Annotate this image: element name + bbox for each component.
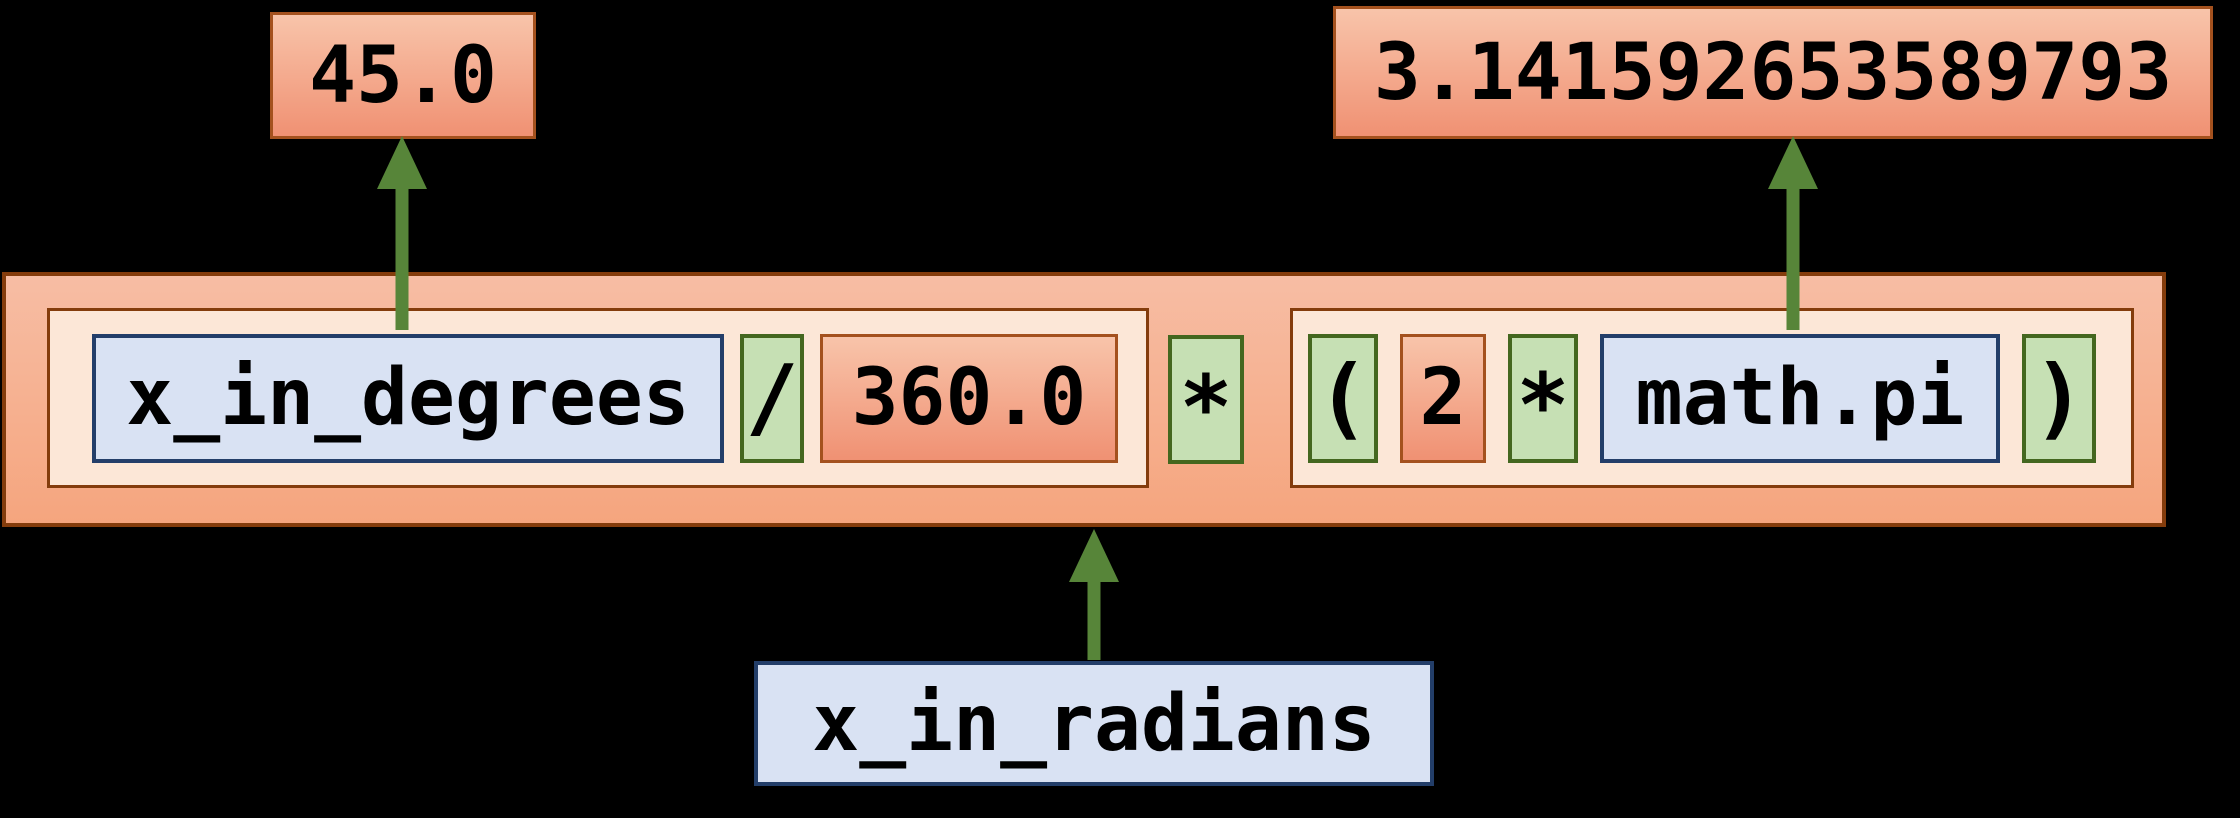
token-x-in-degrees: x_in_degrees (92, 333, 724, 463)
expression-container: x_in_degrees / 360.0 * ( 2 * math.pi (2, 272, 2166, 527)
token-text: ) (2032, 346, 2086, 449)
token-text: * (1516, 354, 1570, 457)
value-box-pi: 3.141592653589793 (1333, 6, 2213, 139)
token-multiply-operator: * (1168, 335, 1244, 464)
arrow-up-radians-to-expression-icon (1069, 529, 1119, 660)
token-text: * (1179, 355, 1233, 459)
pi-value-text: 3.141592653589793 (1373, 27, 2173, 118)
token-text: math.pi (1635, 353, 1965, 443)
token-math-pi: math.pi (1600, 333, 2000, 463)
result-variable-text: x_in_radians (812, 678, 1376, 769)
token-2: 2 (1400, 333, 1486, 463)
variable-box-x-in-radians: x_in_radians (754, 661, 1434, 786)
value-box-degrees: 45.0 (270, 12, 536, 139)
token-360: 360.0 (820, 333, 1118, 463)
token-open-paren: ( (1308, 333, 1378, 463)
token-multiply-operator: * (1508, 333, 1578, 463)
token-text: / (745, 346, 799, 449)
token-text: 360.0 (851, 353, 1087, 443)
token-text: 2 (1419, 353, 1467, 443)
degrees-value-text: 45.0 (309, 30, 497, 121)
token-text: ( (1316, 346, 1370, 449)
token-divide-operator: / (740, 333, 804, 463)
token-close-paren: ) (2022, 333, 2096, 463)
token-text: x_in_degrees (126, 353, 690, 443)
subexpression-group-division: x_in_degrees / 360.0 (47, 308, 1149, 488)
subexpression-group-parentheses: ( 2 * math.pi ) (1290, 308, 2134, 488)
